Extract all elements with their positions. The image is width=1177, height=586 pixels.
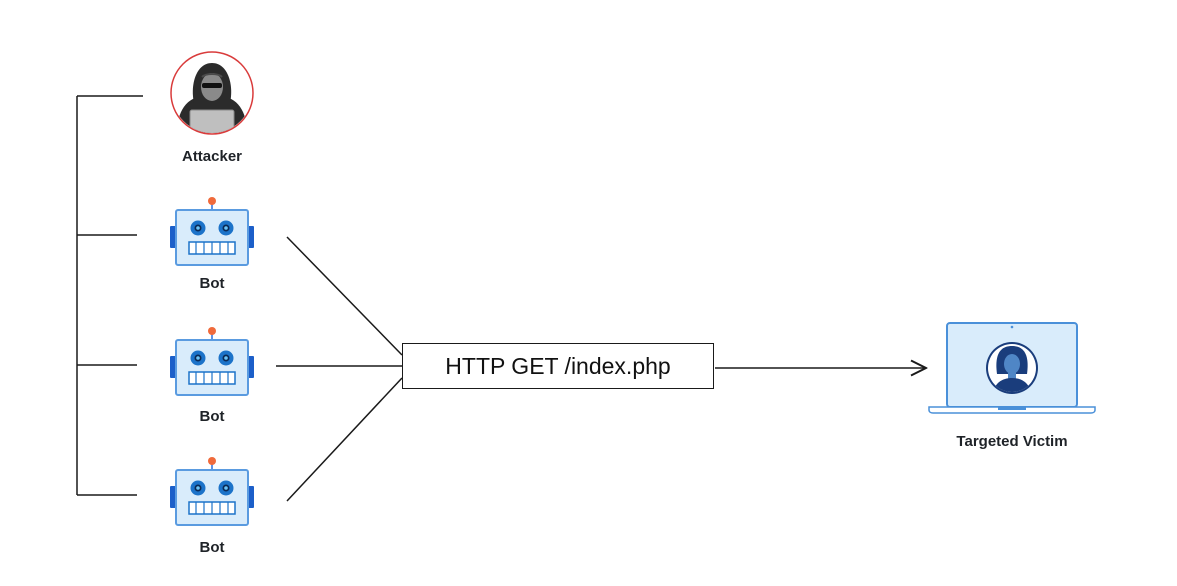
bot-label: Bot <box>199 408 225 425</box>
connector-bot-3 <box>286 377 403 502</box>
attacker-label: Attacker <box>181 148 243 165</box>
control-bracket <box>76 95 143 496</box>
victim-label: Targeted Victim <box>956 433 1068 450</box>
robot-icon <box>169 196 255 266</box>
http-request-label: HTTP GET /index.php <box>445 352 671 379</box>
connector-bot-1 <box>286 236 403 356</box>
hooded-hacker-icon <box>170 51 254 135</box>
http-request-box: HTTP GET /index.php <box>402 343 714 389</box>
robot-icon <box>169 456 255 526</box>
robot-icon <box>169 326 255 396</box>
bot-label: Bot <box>199 539 225 556</box>
laptop-user-icon <box>928 322 1096 414</box>
bot-request-connectors <box>276 236 403 502</box>
bot-label: Bot <box>199 275 225 292</box>
